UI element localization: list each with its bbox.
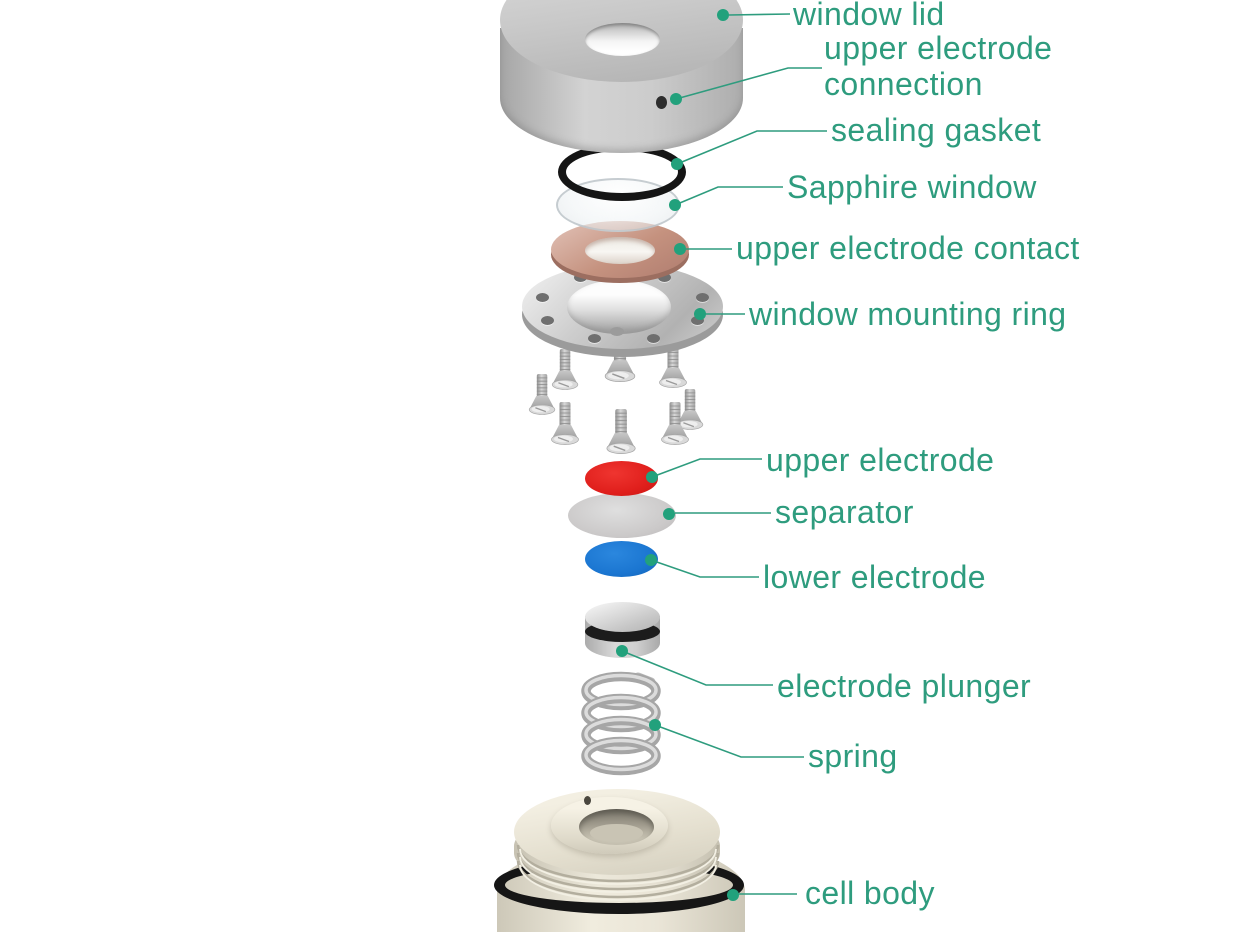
leader-sapphire-window bbox=[669, 186, 783, 211]
bolt-hole bbox=[657, 272, 671, 282]
anchor-dot bbox=[649, 719, 661, 731]
label-upper-electrode: upper electrode bbox=[766, 442, 995, 478]
screw bbox=[676, 388, 704, 431]
spring-graphic bbox=[581, 671, 661, 776]
label-electrode-plunger: electrode plunger bbox=[777, 668, 1032, 704]
lower-electrode-graphic bbox=[585, 541, 658, 577]
label-line-1: upper electrode bbox=[824, 30, 1053, 66]
electrode-plunger-top bbox=[585, 602, 660, 632]
screw bbox=[606, 408, 636, 455]
cell-body-pin-hole bbox=[584, 796, 591, 805]
leader-spring bbox=[649, 719, 804, 758]
label-spring: spring bbox=[808, 738, 898, 774]
bolt-hole bbox=[587, 333, 601, 343]
label-line-2: connection bbox=[824, 66, 983, 102]
window-lid-center-hole bbox=[585, 23, 660, 56]
screw bbox=[660, 401, 690, 446]
leader-upper-electrode bbox=[646, 458, 762, 483]
screw bbox=[550, 401, 580, 446]
screw bbox=[528, 373, 556, 416]
bolt-hole bbox=[690, 315, 704, 325]
window-mounting-ring-center-hole bbox=[567, 280, 671, 334]
label-cell-body: cell body bbox=[805, 875, 935, 911]
cell-body-hole-floor bbox=[590, 824, 643, 842]
separator-graphic bbox=[568, 493, 676, 538]
label-separator: separator bbox=[775, 494, 914, 530]
leader-separator bbox=[663, 508, 771, 520]
label-upper-electrode-connection: upper electrode connection bbox=[824, 30, 1052, 102]
bolt-hole bbox=[646, 333, 660, 343]
leader-lower-electrode bbox=[645, 554, 759, 578]
bolt-hole bbox=[695, 292, 709, 302]
upper-electrode-connection-hole bbox=[656, 96, 667, 109]
label-window-mounting-ring: window mounting ring bbox=[749, 296, 1067, 332]
upper-electrode-contact-hole bbox=[585, 237, 655, 264]
bolt-hole bbox=[535, 292, 549, 302]
label-sealing-gasket: sealing gasket bbox=[831, 112, 1042, 148]
label-window-lid: window lid bbox=[793, 0, 945, 32]
label-sapphire-window: Sapphire window bbox=[787, 169, 1037, 205]
label-lower-electrode: lower electrode bbox=[763, 559, 986, 595]
bolt-hole bbox=[540, 315, 554, 325]
upper-electrode-graphic bbox=[585, 461, 658, 496]
window-mounting-ring-wall-hole bbox=[610, 327, 624, 336]
label-upper-electrode-contact: upper electrode contact bbox=[736, 230, 1080, 266]
screw bbox=[551, 348, 579, 391]
